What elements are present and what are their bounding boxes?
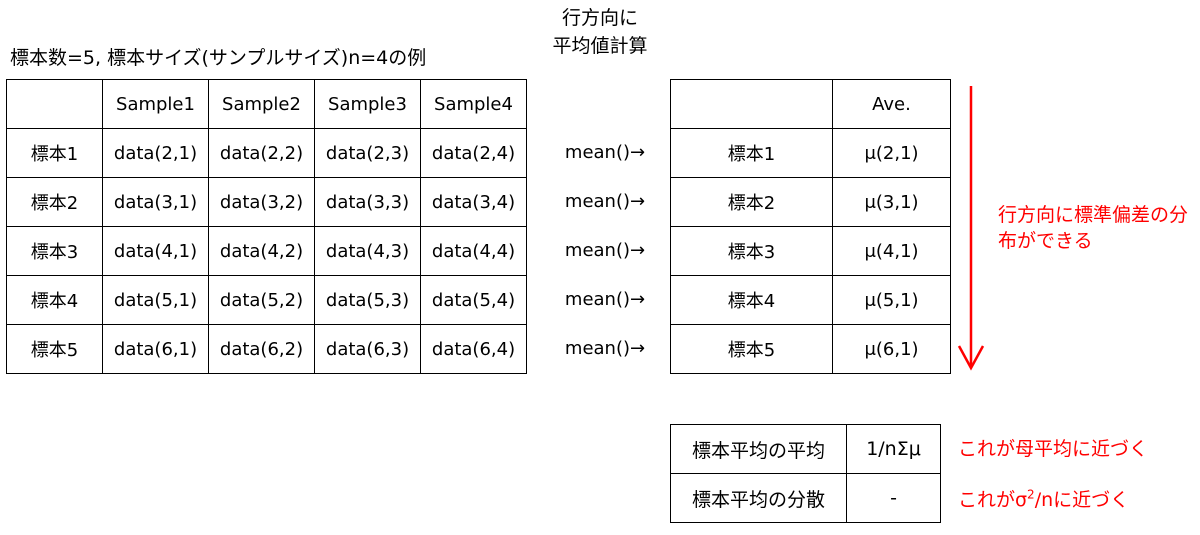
row-label-cell: 標本3 — [670, 226, 833, 276]
diagram-caption: 標本数=5, 標本サイズ(サンプルサイズ)n=4の例 — [10, 47, 427, 69]
row-label-cell: 標本平均の平均 — [670, 424, 847, 474]
row-mean-label: 行方向に 平均値計算 — [530, 4, 670, 60]
data-cell: data(4,1) — [102, 226, 209, 276]
data-cell: data(5,2) — [208, 275, 315, 325]
header-cell: Sample3 — [314, 79, 421, 129]
summary-table: 標本平均の平均 1/nΣμ 標本平均の分散 - — [670, 424, 941, 523]
header-cell: Sample1 — [102, 79, 209, 129]
table-row: 標本2 data(3,1) data(3,2) data(3,3) data(3… — [6, 177, 527, 227]
row-label-cell: 標本3 — [6, 226, 103, 276]
data-cell: data(2,3) — [314, 128, 421, 178]
mean-operator: mean()→ — [564, 191, 646, 212]
row-label-cell: 標本2 — [6, 177, 103, 227]
row-label-cell: 標本1 — [670, 128, 833, 178]
data-cell: data(3,1) — [102, 177, 209, 227]
table-row: 標本平均の平均 1/nΣμ — [670, 424, 941, 474]
header-cell: Sample4 — [420, 79, 527, 129]
mean-operator: mean()→ — [564, 240, 646, 261]
data-cell: data(6,1) — [102, 324, 209, 374]
distribution-note: 行方向に標準偏差の分布ができる — [998, 204, 1189, 252]
row-label-cell: 標本4 — [670, 275, 833, 325]
down-arrow-icon — [957, 86, 985, 371]
header-cell — [670, 79, 833, 129]
row-label-cell: 標本4 — [6, 275, 103, 325]
data-cell: data(6,3) — [314, 324, 421, 374]
variance-note-superscript: 2 — [1027, 487, 1035, 502]
row-mean-label-line: 平均値計算 — [552, 35, 648, 57]
table-row: 標本1 μ(2,1) — [670, 128, 951, 178]
data-cell: data(2,4) — [420, 128, 527, 178]
table-row: 標本2 μ(3,1) — [670, 177, 951, 227]
variance-note-suffix: /nに近づく — [1034, 489, 1130, 511]
data-cell: data(3,3) — [314, 177, 421, 227]
row-label-cell: 標本1 — [6, 128, 103, 178]
mean-cell: μ(2,1) — [832, 128, 951, 178]
data-cell: data(5,4) — [420, 275, 527, 325]
data-cell: data(3,4) — [420, 177, 527, 227]
table-row: 標本5 μ(6,1) — [670, 324, 951, 374]
table-row: 標本4 μ(5,1) — [670, 275, 951, 325]
header-cell: Ave. — [832, 79, 951, 129]
mean-operator: mean()→ — [564, 289, 646, 310]
data-cell: data(6,2) — [208, 324, 315, 374]
formula-cell: 1/nΣμ — [846, 424, 941, 474]
mean-cell: μ(5,1) — [832, 275, 951, 325]
variance-convergence-note: これがσ2/nに近づく — [958, 487, 1129, 513]
mean-convergence-note: これが母平均に近づく — [958, 438, 1149, 460]
table-row: 標本3 μ(4,1) — [670, 226, 951, 276]
table-row: 標本3 data(4,1) data(4,2) data(4,3) data(4… — [6, 226, 527, 276]
data-cell: data(6,4) — [420, 324, 527, 374]
row-label-cell: 標本平均の分散 — [670, 473, 847, 523]
variance-note-prefix: これがσ — [958, 489, 1028, 511]
data-cell: data(3,2) — [208, 177, 315, 227]
row-label-cell: 標本2 — [670, 177, 833, 227]
table-row: 標本5 data(6,1) data(6,2) data(6,3) data(6… — [6, 324, 527, 374]
sample-data-table: Sample1 Sample2 Sample3 Sample4 標本1 data… — [6, 79, 527, 374]
row-label-cell: 標本5 — [670, 324, 833, 374]
formula-cell: - — [846, 473, 941, 523]
sample-mean-table: Ave. 標本1 μ(2,1) 標本2 μ(3,1) 標本3 μ(4,1) 標本… — [670, 79, 951, 374]
data-cell: data(5,1) — [102, 275, 209, 325]
data-cell: data(2,2) — [208, 128, 315, 178]
mean-operator: mean()→ — [564, 338, 646, 359]
data-cell: data(4,4) — [420, 226, 527, 276]
data-cell: data(2,1) — [102, 128, 209, 178]
data-cell: data(4,3) — [314, 226, 421, 276]
table-header-row: Sample1 Sample2 Sample3 Sample4 — [6, 79, 527, 129]
mean-cell: μ(3,1) — [832, 177, 951, 227]
mean-cell: μ(4,1) — [832, 226, 951, 276]
header-cell — [6, 79, 103, 129]
table-row: 標本1 data(2,1) data(2,2) data(2,3) data(2… — [6, 128, 527, 178]
data-cell: data(4,2) — [208, 226, 315, 276]
row-mean-label-line: 行方向に — [561, 7, 638, 29]
data-cell: data(5,3) — [314, 275, 421, 325]
mean-cell: μ(6,1) — [832, 324, 951, 374]
mean-operator: mean()→ — [564, 142, 646, 163]
row-label-cell: 標本5 — [6, 324, 103, 374]
header-cell: Sample2 — [208, 79, 315, 129]
table-header-row: Ave. — [670, 79, 951, 129]
table-row: 標本平均の分散 - — [670, 473, 941, 523]
table-row: 標本4 data(5,1) data(5,2) data(5,3) data(5… — [6, 275, 527, 325]
